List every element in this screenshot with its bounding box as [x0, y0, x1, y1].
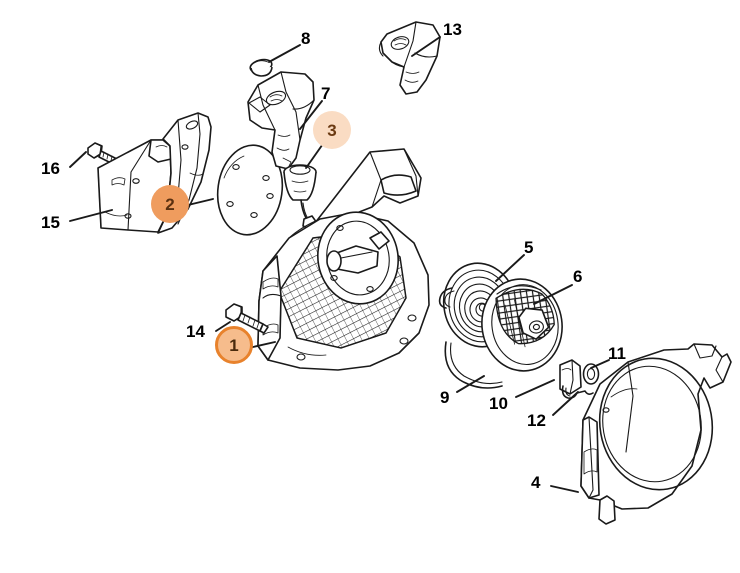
part-label-11: 11 — [608, 344, 626, 363]
part-1-starter-housing — [257, 148, 430, 371]
part-label-15: 15 — [41, 213, 60, 232]
part-10-pawl — [559, 359, 582, 395]
part-6-rope-rotor — [481, 278, 563, 372]
part-13-starter-handle — [378, 21, 441, 95]
part-label-7: 7 — [321, 84, 331, 103]
part-2-cover-disc — [216, 144, 284, 236]
part-label-14: 14 — [186, 322, 205, 341]
highlight-badge-3[interactable]: 3 — [313, 111, 351, 149]
part-8-grip-cap — [249, 58, 273, 77]
leader-lines — [69, 36, 610, 493]
part-3-grip-bushing — [283, 164, 318, 230]
part-4-fan-housing-cover — [580, 343, 732, 525]
part-7-starter-grip — [247, 71, 315, 170]
part-label-13: 13 — [443, 20, 462, 39]
part-label-16: 16 — [41, 159, 60, 178]
part-label-9: 9 — [440, 388, 450, 407]
part-label-12: 12 — [527, 411, 546, 430]
part-label-8: 8 — [301, 29, 311, 48]
part-14-screw-long — [225, 303, 269, 334]
part-label-4: 4 — [531, 473, 541, 492]
part-11-washer — [582, 363, 600, 385]
part-9-spring-hook — [444, 341, 503, 389]
part-label-6: 6 — [573, 267, 583, 286]
highlight-badge-2[interactable]: 2 — [151, 185, 189, 223]
highlight-badge-1[interactable]: 1 — [215, 326, 253, 364]
part-label-10: 10 — [489, 394, 508, 413]
part-label-5: 5 — [524, 238, 534, 257]
